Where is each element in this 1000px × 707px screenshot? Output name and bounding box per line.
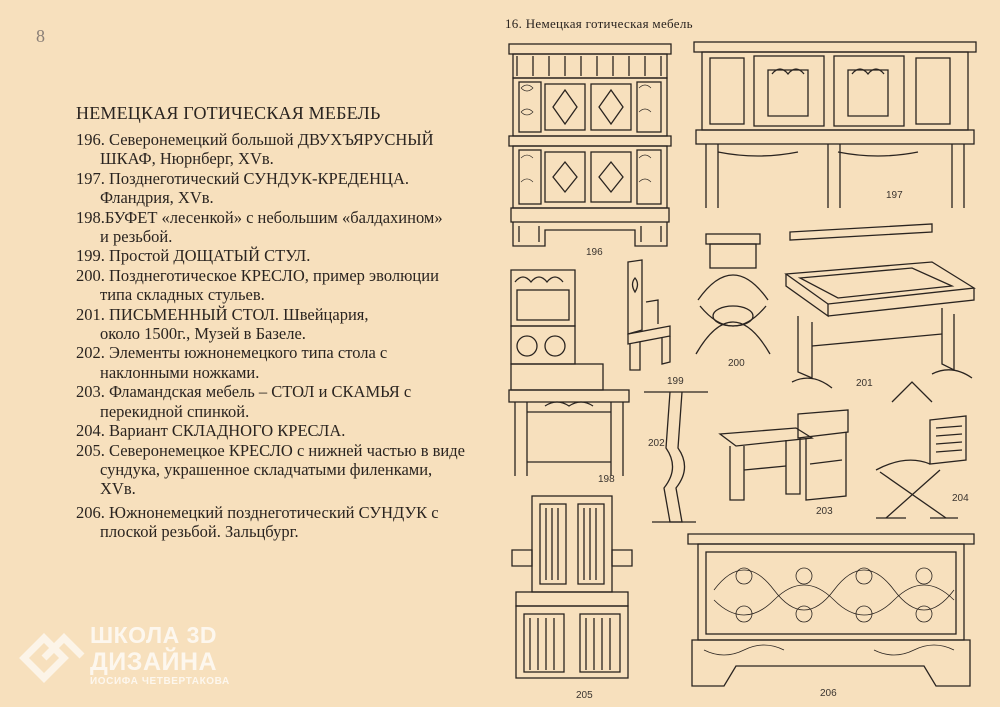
list-item: 205. Северонемецкое КРЕСЛО с нижней част…	[76, 441, 486, 499]
figure-label-199: 199	[667, 376, 684, 387]
item-line: 199. Простой ДОЩАТЫЙ СТУЛ.	[76, 246, 311, 266]
item-line: 196. Северонемецкий большой ДВУХЪЯРУСНЫЙ	[76, 130, 434, 149]
item-line-cont: сундука, украшенное складчатыми филенкам…	[100, 459, 433, 479]
figure-204-folding-chair	[866, 414, 972, 524]
item-line: 198.БУФЕТ «лесенкой» с небольшим «балдах…	[76, 207, 443, 227]
table-bench-drawing	[718, 409, 849, 501]
school-logo-icon	[19, 633, 85, 683]
figure-label-197: 197	[886, 190, 903, 201]
caption-list: 196. Северонемецкий большой ДВУХЪЯРУСНЫЙ…	[76, 130, 486, 542]
watermark-line3: ИОСИФА ЧЕТВЕРТАКОВА	[90, 676, 230, 687]
list-item: 196. Северонемецкий большой ДВУХЪЯРУСНЫЙ…	[76, 130, 486, 169]
item-line-cont: типа складных стульев.	[100, 285, 265, 305]
plank-chair-drawing	[627, 259, 671, 371]
item-line: 206. Южнонемецкий позднеготический СУНДУ…	[76, 502, 439, 522]
item-line: 204. Вариант СКЛАДНОГО КРЕСЛА.	[76, 421, 346, 441]
item-line-cont: XVв.	[100, 479, 136, 499]
credenza-drawing	[693, 41, 977, 208]
figure-label-202: 202	[648, 438, 665, 449]
page-title: НЕМЕЦКАЯ ГОТИЧЕСКАЯ МЕБЕЛЬ	[76, 103, 381, 123]
writing-desk-drawing	[784, 223, 976, 403]
table-legs-drawing	[644, 391, 708, 523]
item-line: 200. Позднеготическое КРЕСЛО, пример эво…	[76, 265, 439, 285]
item-line: 202. Элементы южнонемецкого типа стола с	[76, 343, 388, 363]
watermark-line2: ДИЗАЙНА	[90, 648, 218, 676]
folding-armchair-drawing	[695, 233, 771, 355]
folding-chair-drawing	[875, 415, 967, 519]
list-item: 203. Фламандская мебель – СТОЛ и СКАМЬЯ …	[76, 382, 486, 421]
chest-armchair-drawing	[511, 495, 633, 679]
left-page: 8 НЕМЕЦКАЯ ГОТИЧЕСКАЯ МЕБЕЛЬ 196. Северо…	[0, 0, 490, 707]
item-line-cont: плоской резьбой. Зальцбург.	[100, 522, 299, 542]
watermark-line1: ШКОЛА 3D	[90, 622, 218, 648]
item-line: 201. ПИСЬМЕННЫЙ СТОЛ. Швейцария,	[76, 304, 369, 324]
list-item: 202. Элементы южнонемецкого типа стола с…	[76, 343, 486, 382]
list-item: 204. Вариант СКЛАДНОГО КРЕСЛА.	[76, 421, 486, 440]
figure-label-198: 198	[598, 474, 615, 485]
item-line-cont: и резьбой.	[100, 227, 173, 247]
figure-label-196: 196	[586, 247, 603, 258]
list-item: 201. ПИСЬМЕННЫЙ СТОЛ. Швейцария,около 15…	[76, 305, 486, 344]
figure-label-206: 206	[820, 688, 837, 699]
figure-label-205: 205	[576, 690, 593, 701]
buffet-drawing	[508, 269, 630, 476]
item-line-cont: ШКАФ, Нюрнберг, XVв.	[100, 149, 274, 169]
list-item: 200. Позднеготическое КРЕСЛО, пример эво…	[76, 266, 486, 305]
figure-206-carved-chest	[684, 530, 978, 690]
figure-205-chest-chair	[508, 494, 636, 684]
list-item: 206. Южнонемецкий позднеготический СУНДУ…	[76, 503, 486, 542]
item-line-cont: Фландрия, XVв.	[100, 188, 214, 208]
item-line: 197. Позднеготический СУНДУК-КРЕДЕНЦА.	[76, 168, 410, 188]
figure-200-armchair	[688, 230, 778, 360]
figure-label-200: 200	[728, 358, 745, 369]
figure-196-cabinet	[505, 42, 675, 248]
carved-chest-drawing	[687, 533, 975, 687]
figure-203-table-bench	[716, 404, 852, 508]
figure-198-buffet	[505, 266, 635, 482]
figure-label-204: 204	[952, 493, 969, 504]
cabinet-drawing	[508, 43, 672, 247]
figure-197-credenza	[688, 40, 980, 212]
item-line-cont: перекидной спинкой.	[100, 401, 250, 421]
plate-title: 16. Немецкая готическая мебель	[505, 16, 693, 31]
list-item: 199. Простой ДОЩАТЫЙ СТУЛ.	[76, 246, 486, 265]
figure-label-201: 201	[856, 378, 873, 389]
figure-199-chair	[612, 258, 682, 376]
figure-202-table-legs	[640, 388, 712, 528]
item-line: 203. Фламандская мебель – СТОЛ и СКАМЬЯ …	[76, 382, 412, 402]
list-item: 197. Позднеготический СУНДУК-КРЕДЕНЦА.Фл…	[76, 169, 486, 208]
item-line: 205. Северонемецкое КРЕСЛО с нижней част…	[76, 440, 465, 460]
figure-label-203: 203	[816, 506, 833, 517]
page-number: 8	[36, 26, 45, 46]
item-line-cont: наклонными ножками.	[100, 362, 260, 382]
list-item: 198.БУФЕТ «лесенкой» с небольшим «балдах…	[76, 208, 486, 247]
item-line-cont: около 1500г., Музей в Базеле.	[100, 324, 306, 344]
figure-201-desk	[782, 222, 980, 434]
